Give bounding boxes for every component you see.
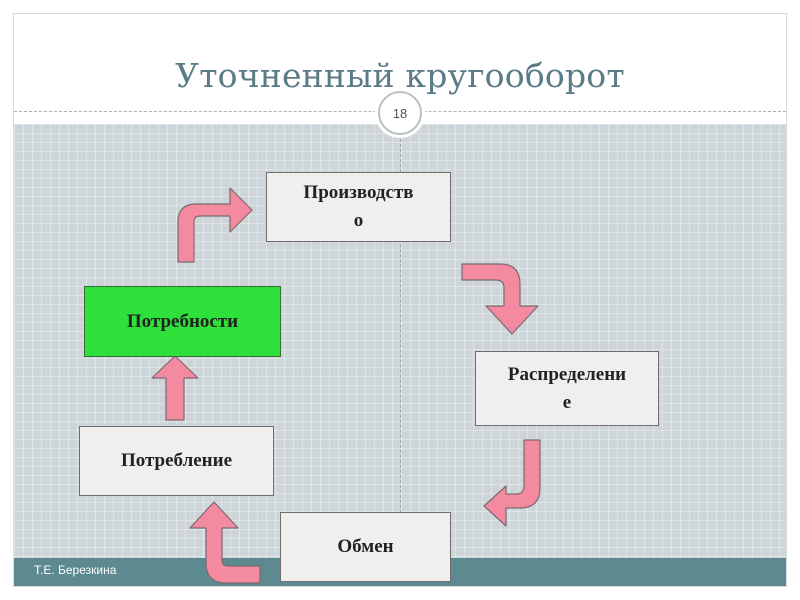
center-guide-line: [400, 124, 401, 558]
node-needs-label: Потребности: [126, 310, 239, 332]
page-number: 18: [392, 105, 408, 121]
node-needs: Потребности: [84, 286, 281, 357]
node-distribution-label: Распределени е: [507, 363, 627, 413]
node-production-label: Производств о: [303, 182, 414, 231]
footer-author: Т.Е. Березкина: [34, 563, 117, 577]
node-distribution: Распределени е: [475, 351, 659, 426]
page-number-badge: 18: [378, 91, 422, 135]
node-consumption: Потребление: [79, 426, 274, 496]
node-consumption-label: Потребление: [120, 450, 233, 472]
node-exchange-label: Обмен: [337, 536, 394, 558]
slide-title: Уточненный кругооборот: [175, 56, 625, 95]
node-production: Производств о: [266, 172, 451, 242]
node-exchange: Обмен: [280, 512, 451, 582]
